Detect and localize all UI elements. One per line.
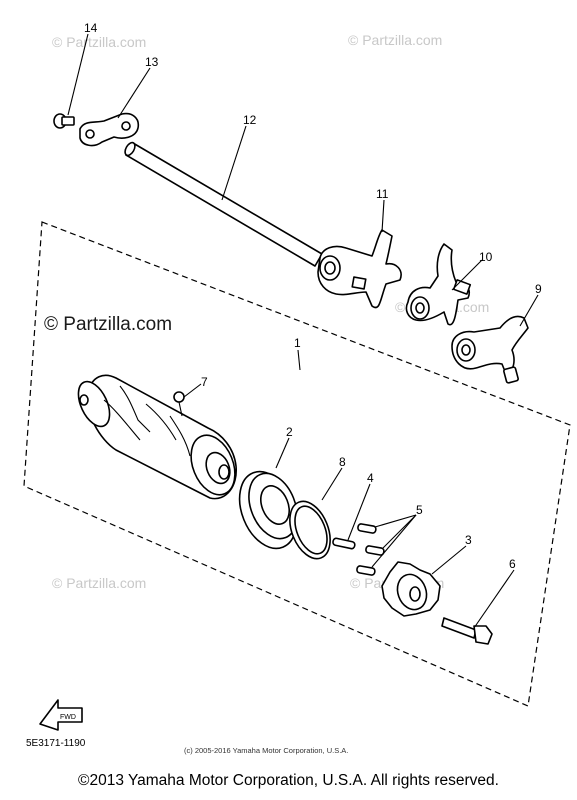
callout-13: 13 bbox=[145, 55, 159, 69]
part-6-bolt bbox=[441, 617, 493, 645]
fwd-label: FWD bbox=[60, 714, 76, 721]
part-13-stopper-plate bbox=[79, 112, 140, 147]
watermark-top-right: © Partzilla.com bbox=[348, 32, 442, 48]
callout-12: 12 bbox=[243, 113, 257, 127]
fwd-arrow-icon: FWD bbox=[39, 699, 83, 731]
footer-copyright: ©2013 Yamaha Motor Corporation, U.S.A. A… bbox=[78, 772, 499, 789]
part-9-shift-fork bbox=[451, 315, 529, 384]
callout-6: 6 bbox=[509, 557, 516, 571]
part-11-shift-fork bbox=[317, 229, 402, 309]
watermark-dark: © Partzilla.com bbox=[44, 314, 172, 335]
callout-1: 1 bbox=[294, 336, 301, 350]
part-12-guide-bar bbox=[124, 141, 323, 267]
watermark-low-left: © Partzilla.com bbox=[52, 575, 146, 591]
callout-4: 4 bbox=[367, 471, 374, 485]
callout-10: 10 bbox=[479, 250, 493, 264]
part-2-bearing bbox=[238, 470, 298, 550]
callout-7: 7 bbox=[201, 375, 208, 389]
callout-14: 14 bbox=[84, 21, 98, 35]
callout-5: 5 bbox=[416, 503, 423, 517]
watermark-top-left: © Partzilla.com bbox=[52, 34, 146, 50]
part-3-segment bbox=[381, 561, 441, 617]
callout-9: 9 bbox=[535, 282, 542, 296]
small-copyright: (c) 2005-2016 Yamaha Motor Corporation, … bbox=[184, 746, 348, 755]
part-10-shift-fork bbox=[405, 243, 472, 326]
part-8-circlip bbox=[289, 500, 331, 560]
part-4-pin bbox=[332, 537, 356, 550]
callout-3: 3 bbox=[465, 533, 472, 547]
part-14-screw bbox=[53, 113, 75, 129]
diagram-code: 5E3171-1190 bbox=[26, 738, 86, 749]
callout-2: 2 bbox=[286, 425, 293, 439]
part-5-pins bbox=[356, 523, 385, 576]
callout-8: 8 bbox=[339, 455, 346, 469]
callout-11: 11 bbox=[376, 187, 389, 201]
leader-lines bbox=[67, 33, 539, 629]
part-1-shift-drum bbox=[77, 374, 237, 500]
